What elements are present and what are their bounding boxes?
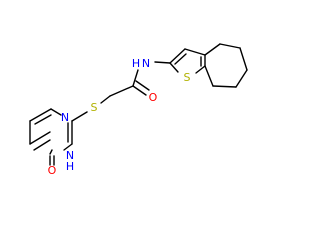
bond <box>154 61 171 64</box>
atom-label-ring-nitrogen-top: N <box>61 111 69 124</box>
bond <box>33 139 51 151</box>
bond <box>29 108 52 122</box>
bond <box>219 43 241 49</box>
bond <box>135 80 150 91</box>
structure-canvas: N H O S S N N H O <box>29 43 248 177</box>
bond <box>195 65 206 74</box>
atom-label-ring-nh-hydrogen: H <box>66 160 74 173</box>
bond <box>34 114 52 125</box>
molecule-structure: N H O S S N N H O <box>29 43 248 177</box>
atom-label-ketone-oxygen: O <box>48 164 57 177</box>
bond <box>184 48 206 56</box>
bond <box>29 131 51 145</box>
atom-label-ring-nitrogen-nh: N <box>66 149 74 162</box>
bond <box>204 43 221 56</box>
bond <box>212 85 237 88</box>
bond <box>49 149 53 155</box>
bond <box>235 69 248 88</box>
bond <box>174 53 187 65</box>
bond <box>169 48 186 64</box>
bond <box>204 65 214 87</box>
bond <box>50 108 62 116</box>
bond-lines <box>29 43 248 166</box>
atom-label-carbonyl-oxygen: O <box>149 91 158 104</box>
bond <box>109 85 134 97</box>
atom-label-amide-nitrogen: N <box>142 57 150 70</box>
bond <box>71 111 88 122</box>
bond <box>63 143 73 151</box>
atom-label-thioether-sulfur: S <box>91 101 98 114</box>
bond <box>132 85 147 96</box>
bond <box>169 62 179 73</box>
atom-labels: N H O S S N N H O <box>48 57 191 177</box>
bond <box>100 95 111 104</box>
bond <box>132 69 139 87</box>
atom-label-thiophene-sulfur: S <box>184 71 191 84</box>
atom-label-amide-hydrogen: H <box>132 57 140 70</box>
bond <box>239 47 248 71</box>
